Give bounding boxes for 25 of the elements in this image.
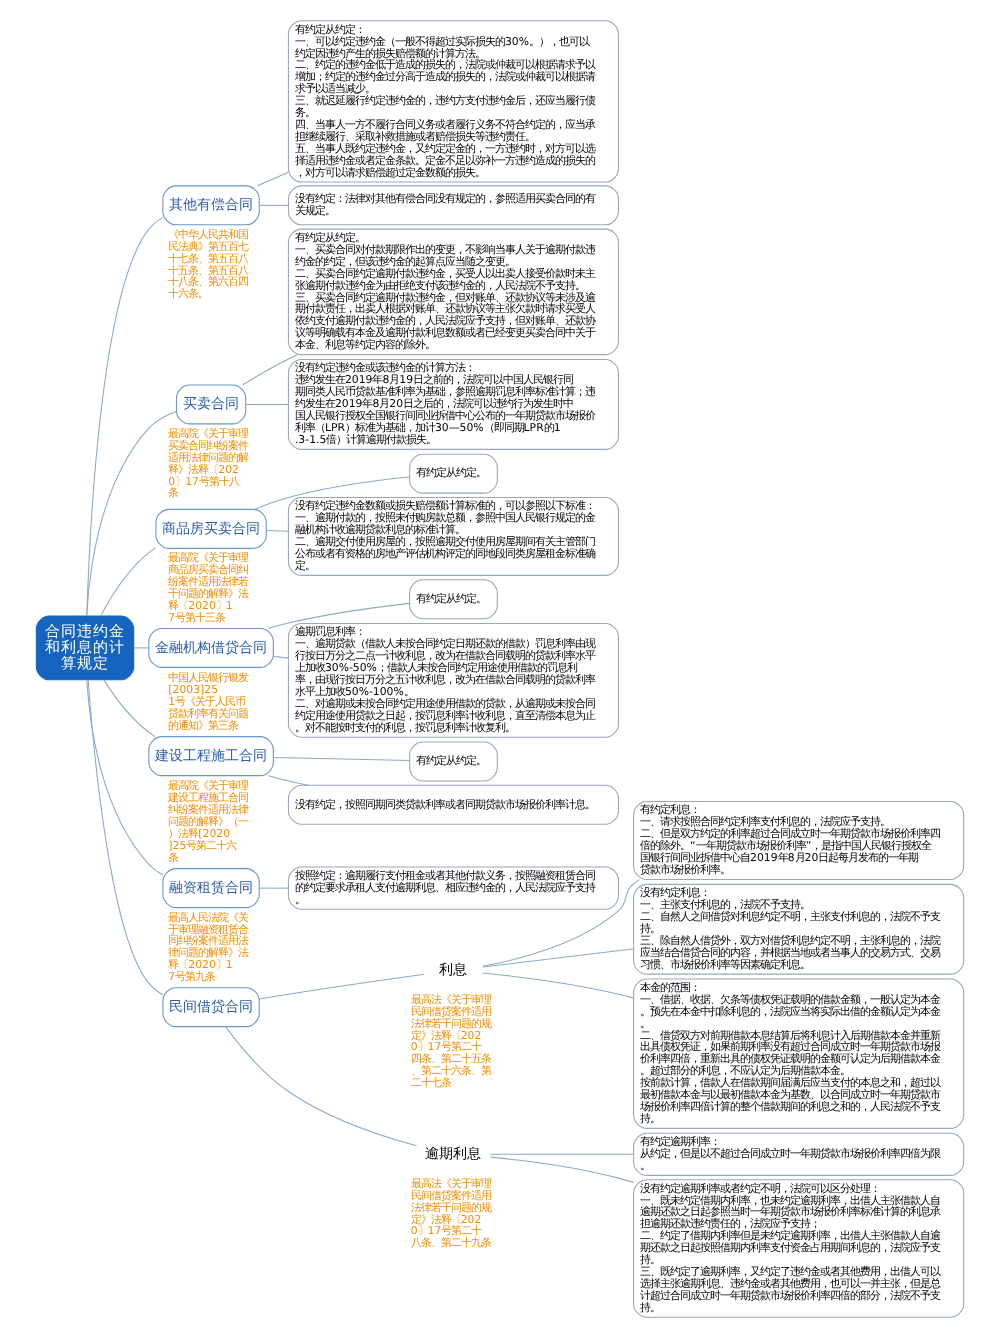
- connector: [258, 204, 289, 206]
- connector: [489, 1156, 635, 1183]
- connector: [87, 679, 164, 996]
- connector: [245, 403, 289, 405]
- connector: [100, 547, 157, 617]
- connector: [258, 973, 425, 1000]
- connector: [86, 217, 164, 617]
- connector: [267, 602, 411, 629]
- connector: [482, 972, 634, 999]
- connector: [253, 476, 410, 510]
- connector: [86, 679, 164, 876]
- connector: [272, 756, 410, 762]
- connector: [272, 655, 289, 659]
- connector: [256, 171, 289, 187]
- connector: [225, 1026, 418, 1147]
- connector: [242, 354, 298, 386]
- connector: [86, 410, 177, 617]
- connector: [103, 679, 156, 738]
- connector: [133, 647, 150, 649]
- connector: [482, 879, 640, 967]
- connector: [265, 530, 289, 532]
- connector: [489, 1153, 634, 1155]
- connector: [258, 887, 289, 889]
- connector: [482, 948, 634, 968]
- connector: [267, 775, 309, 786]
